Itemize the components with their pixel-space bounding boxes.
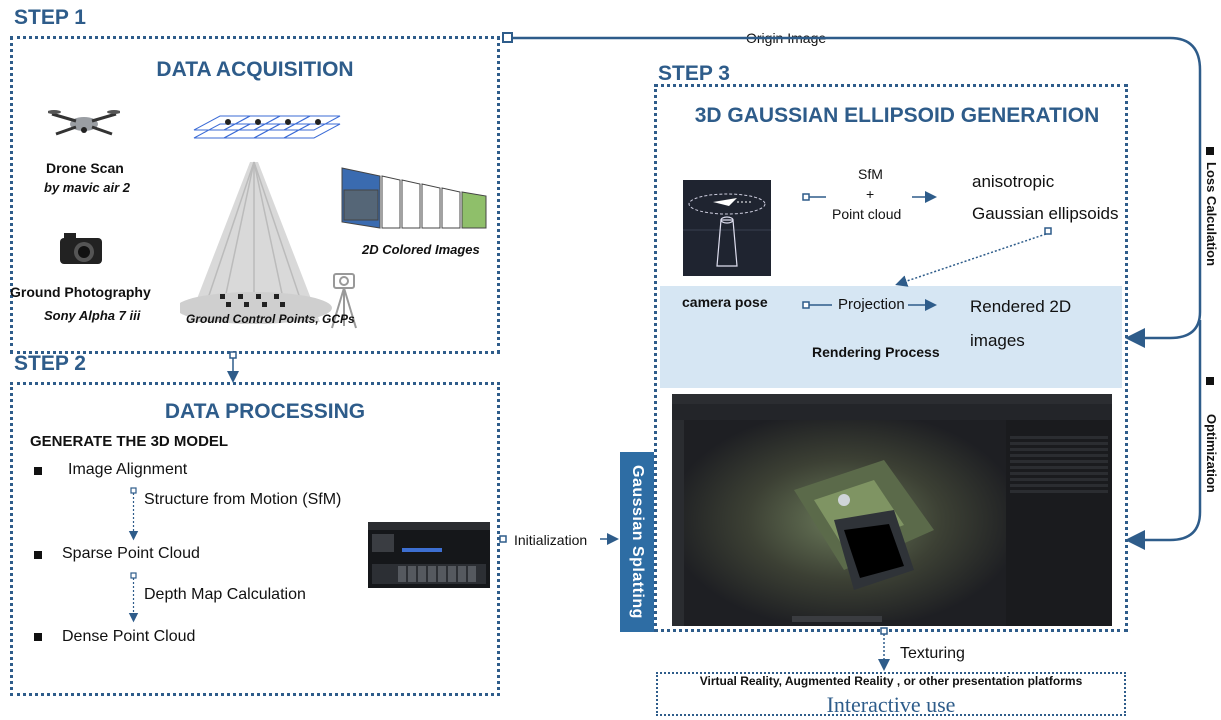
presentation-box — [656, 672, 1126, 716]
drone-scan-sub: by mavic air 2 — [44, 180, 130, 195]
drone-icon — [48, 110, 120, 136]
sparse-cloud-item: Sparse Point Cloud — [62, 545, 200, 562]
generate-model-subtitle: GENERATE THE 3D MODEL — [30, 433, 229, 450]
loss-calculation-label: Loss Calculation — [1204, 162, 1219, 267]
texturing-label: Texturing — [900, 645, 965, 662]
ellipsoid-line2: Gaussian ellipsoids — [972, 204, 1119, 223]
step1-label: STEP 1 — [14, 6, 86, 29]
step2-label: STEP 2 — [14, 352, 86, 375]
rendering-process-label: Rendering Process — [812, 344, 940, 360]
depth-map-transition: Depth Map Calculation — [144, 586, 306, 603]
image-alignment-item: Image Alignment — [68, 461, 188, 478]
data-processing-title: DATA PROCESSING — [164, 400, 366, 423]
platforms-label: Virtual Reality, Augmented Reality , or … — [699, 674, 1083, 688]
image-stack-illustration — [341, 167, 487, 229]
ground-photo-sub: Sony Alpha 7 iii — [44, 308, 141, 323]
sfm-plus: + — [866, 186, 875, 202]
gcp-caption: Ground Control Points, GCPs — [186, 312, 355, 326]
step3-label: STEP 3 — [658, 62, 730, 85]
gaussian-generation-title: 3D GAUSSIAN ELLIPSOID GENERATION — [694, 104, 1100, 127]
camera-pose-thumbnail — [683, 180, 771, 276]
point-cloud-label: Point cloud — [832, 206, 902, 222]
camera-icon — [60, 233, 102, 264]
camera-pose-label: camera pose — [682, 294, 768, 310]
loss-bullet — [1206, 142, 1214, 160]
projection-label: Projection — [838, 296, 905, 313]
data-acquisition-box — [10, 36, 500, 354]
origin-image-label: Origin Image — [740, 30, 833, 46]
dense-cloud-item: Dense Point Cloud — [62, 628, 196, 645]
gaussian-splatting-label: Gaussian Splatting — [629, 465, 646, 619]
bullet-3 — [34, 633, 42, 641]
optimization-bullet — [1206, 372, 1214, 390]
processing-software-thumbnail — [368, 522, 490, 588]
optimization-label: Optimization — [1204, 414, 1219, 493]
interactive-use-label: Interactive use — [826, 692, 956, 717]
sfm-label: SfM — [858, 166, 883, 182]
gaussian-software-screenshot — [672, 394, 1112, 626]
data-processing-box — [10, 382, 500, 696]
rendered-line2: images — [970, 331, 1025, 350]
sfm-transition: Structure from Motion (SfM) — [144, 491, 342, 508]
drone-scan-title: Drone Scan — [46, 160, 124, 176]
data-acquisition-title: DATA ACQUISITION — [156, 58, 354, 81]
aerial-scan-illustration — [180, 115, 341, 324]
ground-photo-title: Ground Photography — [10, 284, 151, 300]
ellipsoid-line1: anisotropic — [972, 172, 1055, 191]
bullet-2 — [34, 551, 42, 559]
gaussian-splatting-tab: Gaussian Splatting — [620, 452, 654, 632]
bullet-1 — [34, 467, 42, 475]
tripod-camera-icon — [331, 273, 357, 329]
rendered-line1: Rendered 2D — [970, 297, 1072, 316]
images-caption: 2D Colored Images — [362, 242, 480, 257]
initialization-label: Initialization — [512, 532, 590, 548]
